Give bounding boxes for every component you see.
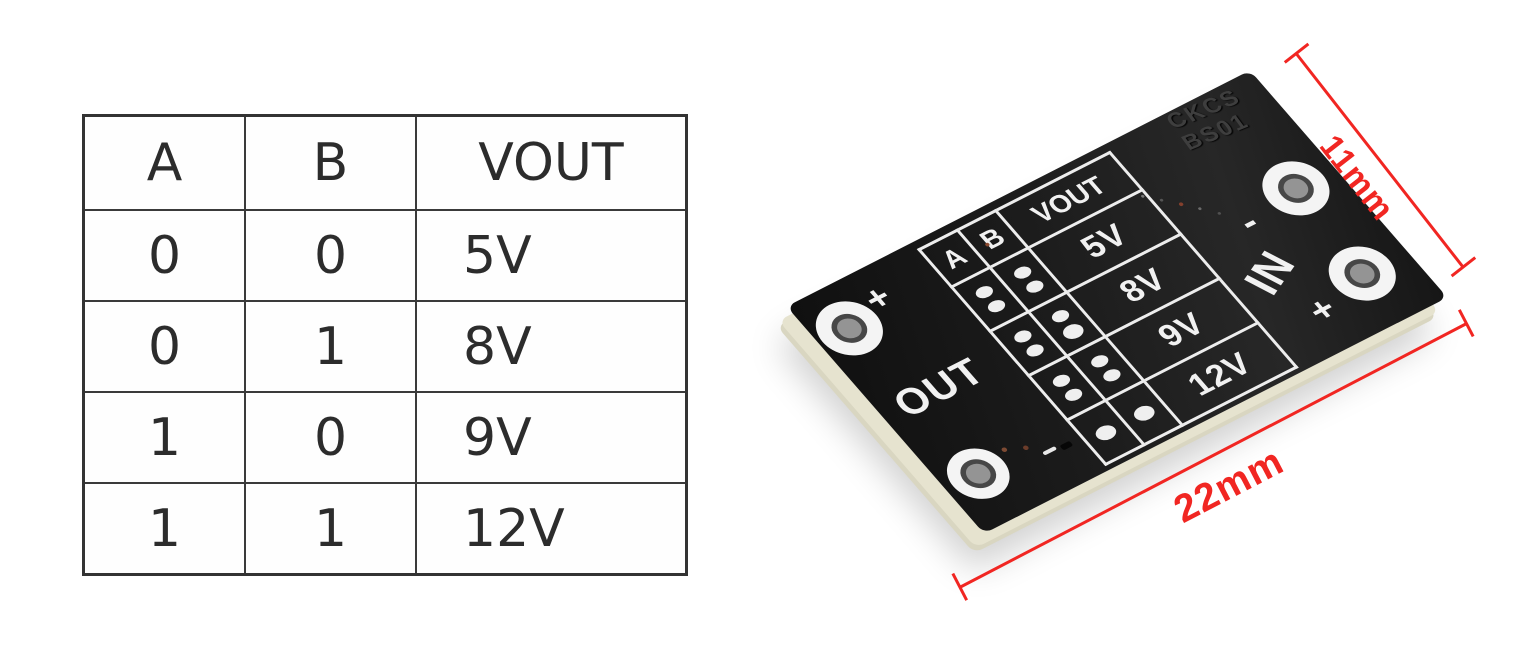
jumper-pad: [1091, 422, 1120, 443]
jumper-pad: [1099, 366, 1124, 385]
in-label: IN: [1233, 243, 1307, 303]
jumper-pad: [984, 297, 1008, 315]
jumper-pad: [1129, 402, 1158, 424]
out-label: OUT: [884, 350, 995, 426]
jumper-pad: [1022, 342, 1047, 360]
hole-bore: [1270, 168, 1322, 209]
jumper-pad: [1022, 278, 1047, 296]
hole-bore: [1337, 253, 1388, 294]
truth-table-header-vout: VOUT: [415, 114, 688, 211]
cell-vout: 8V: [415, 300, 688, 393]
table-row: 1 0 9V: [82, 391, 688, 484]
pcb-silkscreen-table: A B VOUT 5V 8V 9V 12V: [917, 151, 1299, 467]
cell-b: 1: [244, 300, 417, 393]
cell-vout: 12V: [415, 482, 688, 576]
mounting-hole-bottom-left: [934, 439, 1023, 509]
jumper-pad-pair: [1121, 398, 1167, 428]
jumper-pad: [1049, 372, 1073, 390]
component-speck: [1159, 198, 1164, 203]
table-row: 0 0 5V: [82, 209, 688, 302]
jumper-pad: [1010, 264, 1034, 282]
component-speck: [1197, 206, 1203, 211]
jumper-pad-pair: [1083, 417, 1129, 447]
pcb-brand-text: CKCS BS01: [1161, 84, 1261, 154]
dimension-tick: [951, 572, 969, 601]
cell-a: 1: [82, 482, 246, 576]
bottom-minus-mark: [1042, 446, 1058, 456]
jumper-pad: [1010, 328, 1035, 346]
component-speck: [1178, 201, 1185, 207]
jumper-pad: [1061, 386, 1085, 404]
cell-b: 0: [244, 209, 417, 302]
jumper-pad: [1058, 320, 1087, 342]
truth-table: A B VOUT 0 0 5V 0 1 8V 1 0 9V 1 1 12V: [82, 114, 688, 576]
table-row: 1 1 12V: [82, 482, 688, 576]
cell-a: 0: [82, 300, 246, 393]
dimension-tick: [1457, 309, 1475, 338]
cell-vout: 5V: [415, 209, 688, 302]
jumper-pad: [1048, 307, 1072, 325]
truth-table-header-a: A: [82, 114, 246, 211]
truth-table-header-b: B: [244, 114, 417, 211]
component-speck: [1059, 440, 1074, 451]
cell-a: 0: [82, 209, 246, 302]
cell-a: 1: [82, 391, 246, 484]
truth-table-header-row: A B VOUT: [82, 114, 688, 211]
via-speck: [1021, 444, 1030, 451]
via-speck: [1000, 446, 1009, 453]
jumper-pad: [1087, 352, 1111, 371]
component-speck: [1216, 211, 1222, 216]
cell-b: 1: [244, 482, 417, 576]
hole-bore: [824, 308, 875, 349]
in-minus-label: -: [1229, 203, 1269, 242]
hole-bore: [953, 453, 1004, 494]
cell-b: 0: [244, 391, 417, 484]
jumper-pad: [972, 283, 996, 301]
cell-vout: 9V: [415, 391, 688, 484]
in-plus-label: +: [1298, 288, 1346, 330]
table-row: 0 1 8V: [82, 300, 688, 393]
